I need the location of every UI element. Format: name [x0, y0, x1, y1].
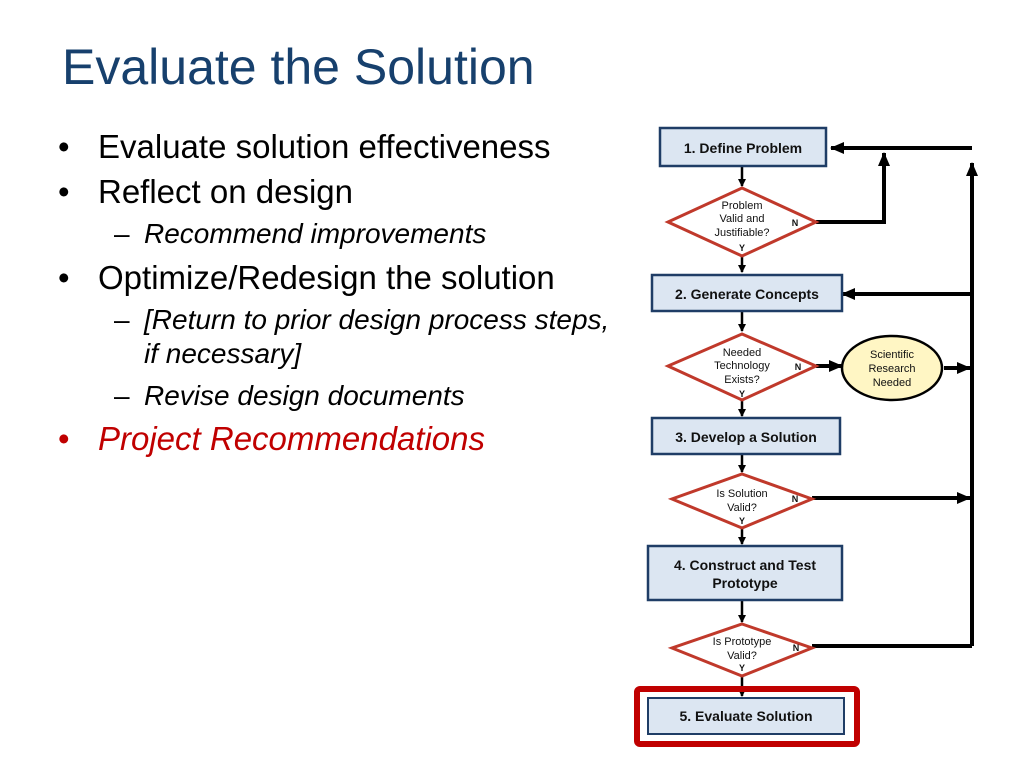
bullet-text: Reflect on design	[98, 172, 353, 210]
step-5-label: 5. Evaluate Solution	[679, 708, 812, 724]
decision-1: Problem Valid and Justifiable? Y N	[664, 186, 820, 258]
bullet-optimize: • Optimize/Redesign the solution	[56, 259, 616, 298]
step-4-label-line1: 4. Construct and Test	[674, 557, 816, 573]
step-3-label: 3. Develop a Solution	[675, 429, 817, 445]
decision-2-no: N	[795, 362, 802, 372]
step-4-label-line2: Prototype	[712, 575, 778, 591]
bullet-glyph: •	[58, 128, 70, 165]
sub-bullet-recommend: –Recommend improvements	[56, 217, 616, 251]
dash-glyph: –	[114, 218, 130, 250]
step-1-box: 1. Define Problem	[658, 126, 828, 168]
dash-glyph: –	[114, 304, 130, 336]
decision-4-line2: Valid?	[727, 650, 757, 662]
loop-decision1-no	[816, 152, 890, 224]
decision-1-yes: Y	[739, 243, 745, 253]
step-5-highlighted: 5. Evaluate Solution	[634, 686, 860, 747]
bullet-text: Optimize/Redesign the solution	[98, 258, 555, 296]
decision-4-yes: Y	[739, 663, 745, 673]
bullet-text: Project Recommendations	[98, 420, 486, 458]
sub-bullet-text: [Return to prior design process steps, i…	[144, 304, 610, 370]
decision-2-line1: Needed	[723, 347, 762, 359]
decision-1-line2: Valid and	[719, 213, 764, 225]
decision-3: Is Solution Valid? Y N	[667, 472, 817, 530]
step-4-box: 4. Construct and Test Prototype	[646, 544, 844, 602]
sub-bullet-text: Recommend improvements	[144, 218, 487, 250]
step-2-label: 2. Generate Concepts	[675, 286, 819, 302]
sub-bullet-return: –[Return to prior design process steps, …	[56, 303, 616, 370]
feedback-loops	[812, 142, 978, 648]
dash-glyph: –	[114, 379, 130, 411]
decision-3-no: N	[792, 494, 799, 504]
bullet-text: Evaluate solution effectiveness	[98, 128, 551, 165]
slide-title: Evaluate the Solution	[62, 39, 535, 95]
decision-4-line1: Is Prototype	[713, 636, 772, 648]
research-line1: Scientific	[870, 349, 915, 361]
bullet-reflect: • Reflect on design	[56, 173, 616, 212]
bullet-glyph: •	[58, 172, 70, 210]
decision-3-yes: Y	[739, 516, 745, 526]
highlight-frame	[634, 686, 860, 747]
step-1-label: 1. Define Problem	[684, 140, 802, 156]
bullet-evaluate: • Evaluate solution effectiveness	[56, 128, 616, 167]
decision-1-no: N	[792, 218, 799, 228]
research-line2: Research	[868, 363, 915, 375]
decision-3-line1: Is Solution	[716, 488, 767, 500]
decision-2-line2: Technology	[714, 360, 770, 372]
step-3-box: 3. Develop a Solution	[650, 416, 842, 456]
bullet-list: • Evaluate solution effectiveness • Reflec…	[56, 128, 616, 465]
sub-bullet-text: Revise design documents	[144, 379, 465, 411]
decision-4-no: N	[793, 643, 800, 653]
bullet-glyph: •	[58, 258, 70, 296]
bullet-project-recommendations: • Project Recommendations	[56, 420, 616, 459]
decision-4: Is Prototype Valid? Y N	[667, 622, 817, 678]
sub-bullet-revise: –Revise design documents	[56, 379, 616, 413]
step-2-box: 2. Generate Concepts	[650, 273, 844, 313]
research-needed-node: Scientific Research Needed	[840, 334, 944, 402]
decision-1-line1: Problem	[722, 200, 763, 212]
decision-2-yes: Y	[739, 389, 745, 399]
decision-2-line3: Exists?	[724, 374, 759, 386]
decision-1-line3: Justifiable?	[714, 227, 769, 239]
decision-3-line2: Valid?	[727, 502, 757, 514]
decision-2: Needed Technology Exists? Y N	[664, 332, 820, 402]
research-line3: Needed	[873, 377, 912, 389]
bullet-glyph: •	[58, 420, 70, 458]
